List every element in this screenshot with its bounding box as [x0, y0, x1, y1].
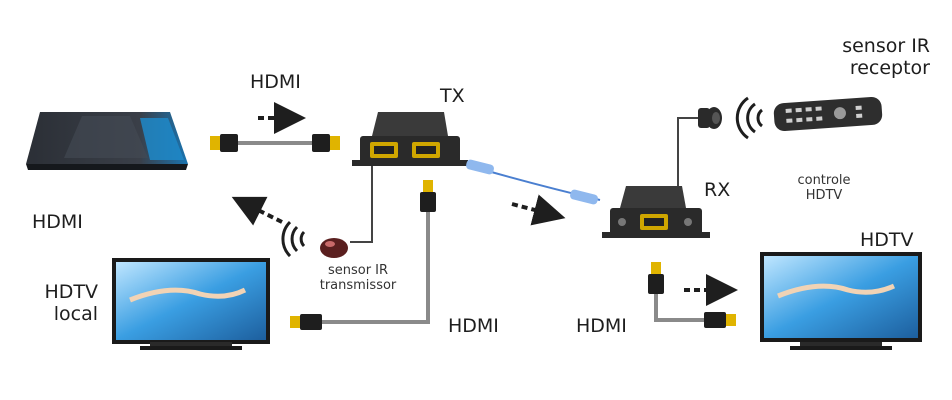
label-sensor-tx: sensor IR transmissor	[306, 263, 410, 294]
arrow-ir-left	[231, 196, 283, 226]
wireless-icon-rx	[735, 96, 764, 140]
label-sensor-tx-line2: transmissor	[319, 277, 397, 293]
label-hdtv-right: HDTV	[860, 229, 914, 251]
hdmi-cable-rx	[648, 262, 736, 328]
label-sensor-rx-line1: sensor IR	[842, 35, 930, 57]
hdmi-cable-source	[210, 134, 340, 152]
label-remote: controle HDTV	[784, 173, 864, 204]
bluray-player	[26, 112, 188, 170]
cat-cable	[466, 159, 601, 205]
label-hdtv-local-line1: HDTV	[44, 281, 98, 303]
label-sensor-tx-line1: sensor IR	[327, 263, 389, 278]
ir-tx-cable	[350, 166, 373, 243]
remote-hdtv	[760, 252, 922, 350]
ir-rx-cable	[677, 117, 700, 186]
ir-receiver-sensor	[698, 107, 722, 129]
label-sensor-rx-line2: receptor	[849, 56, 930, 79]
rx-device	[602, 186, 710, 238]
ir-transmitter-sensor	[320, 238, 348, 258]
label-remote-line1: controle	[797, 173, 851, 188]
remote-control-icon	[773, 96, 883, 132]
label-hdtv-local: HDTV local	[36, 281, 98, 326]
label-sensor-rx: sensor IR receptor	[800, 35, 930, 80]
label-tx: TX	[440, 85, 465, 107]
hdmi-cable-local	[290, 180, 436, 330]
arrow-cat	[511, 194, 566, 226]
local-hdtv	[112, 258, 270, 350]
label-hdmi-bottom-mid: HDMI	[448, 315, 499, 337]
label-hdmi-bottom-right: HDMI	[576, 315, 627, 337]
tx-device	[352, 112, 468, 166]
label-hdmi-left: HDMI	[32, 211, 83, 233]
label-remote-line2: HDTV	[805, 187, 843, 203]
label-hdmi-top: HDMI	[250, 71, 301, 93]
wireless-icon-tx	[281, 220, 306, 258]
label-rx: RX	[704, 179, 731, 201]
label-hdtv-local-line2: local	[53, 302, 98, 325]
